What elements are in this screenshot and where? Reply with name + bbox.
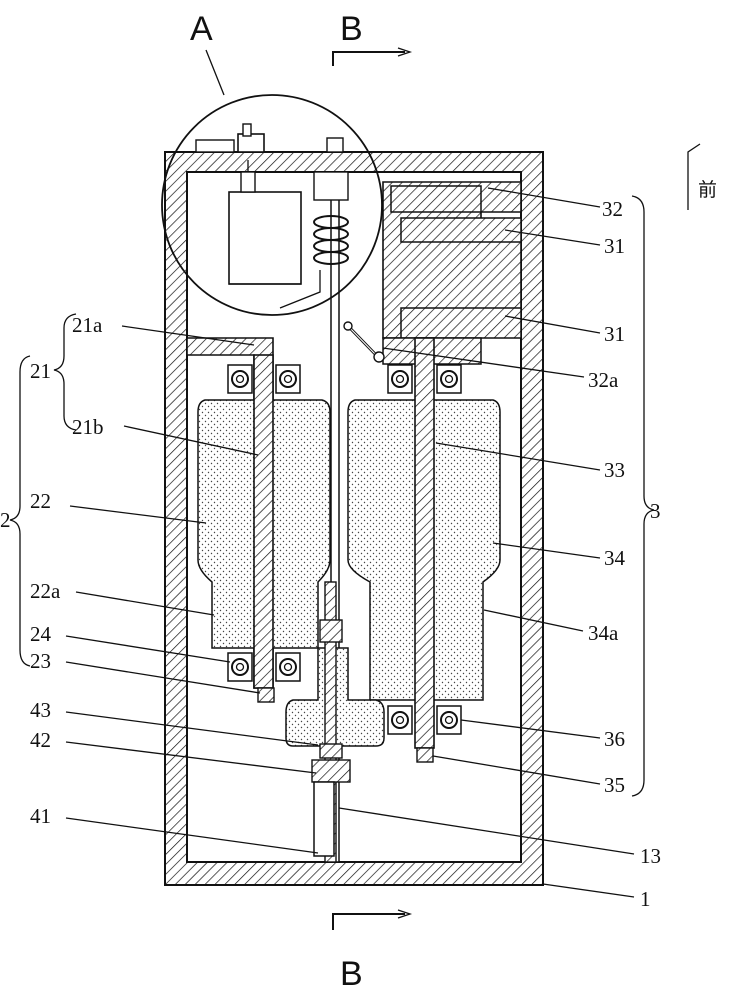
top-cap-right [326, 137, 344, 153]
right-bearing-top-2 [436, 364, 462, 394]
callout-22: 22 [30, 489, 51, 513]
brace-3 [631, 195, 655, 797]
callout-34: 34 [604, 546, 626, 570]
right-nut [416, 747, 434, 763]
callout-34a: 34a [588, 621, 619, 645]
callout-35: 35 [604, 773, 625, 797]
callout-23: 23 [30, 649, 51, 673]
actuator-stem [240, 171, 256, 193]
left-nut [257, 687, 275, 703]
section-mark-a: A [190, 10, 213, 48]
linkage [229, 270, 321, 309]
section-mark-b-top: B [340, 10, 363, 48]
callout-32: 32 [602, 197, 623, 221]
actuator-box [228, 191, 302, 285]
right-bearing-bottom-1 [387, 705, 413, 735]
brace-21 [53, 313, 77, 431]
top-cap-left [195, 139, 235, 153]
direction-label: 前 [698, 179, 717, 201]
direction-marker [687, 143, 701, 210]
spring [313, 215, 349, 265]
callout-3: 3 [650, 499, 661, 523]
slider-block-32 [390, 185, 482, 213]
callout-1: 1 [640, 887, 651, 911]
right-bearing-top-1 [387, 364, 413, 394]
callout-13: 13 [640, 844, 661, 868]
center-block-42 [311, 759, 351, 783]
spring-housing [313, 171, 349, 201]
callout-2: 2 [0, 508, 11, 532]
left-bearing-top-1 [227, 364, 253, 394]
leader-lines-right [338, 187, 635, 898]
callout-41: 41 [30, 804, 51, 828]
center-column-41 [313, 781, 335, 857]
section-b-top-marker [332, 51, 405, 66]
callout-31-lower: 31 [604, 322, 625, 346]
left-bearing-bottom-2 [275, 652, 301, 682]
callout-43: 43 [30, 698, 51, 722]
center-nut-lower [319, 743, 343, 759]
callout-24: 24 [30, 622, 52, 646]
slider-31-lower [400, 307, 522, 339]
left-bearing-top-2 [275, 364, 301, 394]
callout-21a: 21a [72, 313, 103, 337]
top-knob [242, 123, 252, 137]
callout-22a: 22a [30, 579, 61, 603]
leader-lines-left [65, 325, 319, 854]
center-nut-upper [319, 619, 343, 643]
left-bearing-bottom-1 [227, 652, 253, 682]
callout-36: 36 [604, 727, 625, 751]
center-rod-43 [324, 581, 337, 863]
detail-circle-a [161, 94, 383, 316]
detail-a-leader [205, 49, 225, 96]
callout-42: 42 [30, 728, 51, 752]
right-bearing-bottom-2 [436, 705, 462, 735]
left-shaft [253, 354, 274, 689]
brace-2 [9, 355, 31, 667]
section-mark-b-bottom: B [340, 955, 363, 993]
callout-33: 33 [604, 458, 625, 482]
callout-31-upper: 31 [604, 234, 625, 258]
callout-21: 21 [30, 359, 51, 383]
callout-32a: 32a [588, 368, 619, 392]
lever-32a [343, 321, 385, 363]
section-b-bottom-marker [332, 913, 405, 930]
right-shaft [414, 337, 435, 749]
slider-31-upper [400, 217, 522, 243]
housing-wall [164, 151, 544, 886]
callout-21b: 21b [72, 415, 104, 439]
